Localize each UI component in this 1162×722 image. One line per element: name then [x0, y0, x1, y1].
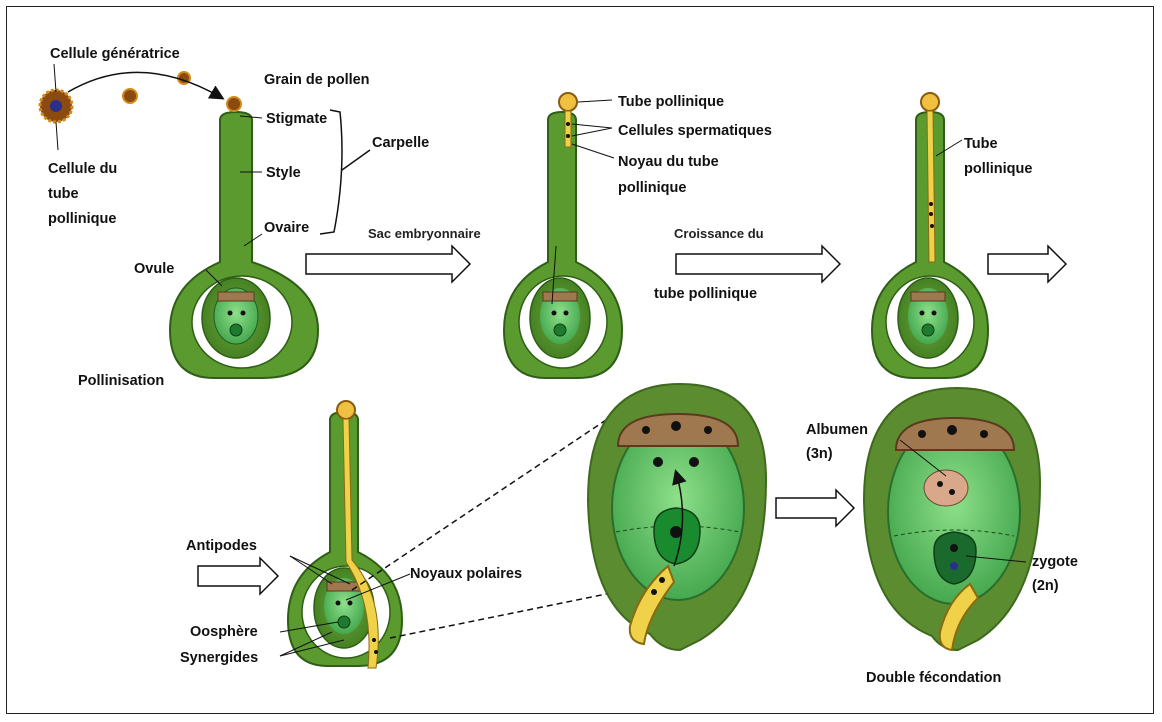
zoomed-ovule-after: Albumen (3n) zygote (2n) Double fécondat…	[806, 388, 1078, 686]
label-stigmate: Stigmate	[266, 111, 327, 127]
label-tube-pollinique-2a: Tube	[964, 136, 998, 152]
label-tube-pollinique-1: Tube pollinique	[618, 94, 724, 110]
pollen-tube-2	[565, 111, 571, 147]
pollen-grain-4	[337, 401, 355, 419]
pollen-grain-3	[921, 93, 939, 111]
label-croissance-1: Croissance du	[674, 226, 764, 241]
pollen-path-arrow	[68, 72, 222, 98]
zoomed-ovule-before	[588, 384, 766, 650]
arrow-step-4	[198, 558, 278, 594]
label-cellules-spermatiques: Cellules spermatiques	[618, 123, 772, 139]
label-zygote-2: (2n)	[1032, 578, 1059, 594]
label-synergides: Synergides	[180, 650, 258, 666]
arrow-step-2	[676, 246, 840, 282]
label-cellule-generatrice: Cellule génératrice	[50, 46, 180, 62]
arrow-step-5	[776, 490, 854, 526]
label-ovaire: Ovaire	[264, 220, 309, 236]
label-carpelle: Carpelle	[372, 135, 429, 151]
label-sac-embryonnaire: Sac embryonnaire	[368, 226, 481, 241]
label-cellule-du-tube-3: pollinique	[48, 211, 116, 227]
label-noyaux-polaires: Noyaux polaires	[410, 566, 522, 582]
label-tube-pollinique-2b: pollinique	[964, 161, 1032, 177]
panel-pollinisation: Cellule génératrice Grain de pollen Stig…	[40, 46, 429, 389]
label-cellule-du-tube-1: Cellule du	[48, 161, 117, 177]
label-noyau-tube-2: pollinique	[618, 180, 686, 196]
pollen-grains	[40, 72, 241, 122]
label-cellule-du-tube-2: tube	[48, 186, 79, 202]
label-croissance-2: tube pollinique	[654, 286, 757, 302]
label-antipodes: Antipodes	[186, 538, 257, 554]
label-ovule: Ovule	[134, 261, 174, 277]
pollen-tube-3	[927, 111, 935, 262]
label-grain-de-pollen: Grain de pollen	[264, 72, 370, 88]
label-zygote-1: zygote	[1032, 554, 1078, 570]
arrow-step-3	[988, 246, 1066, 282]
arrow-step-1	[306, 246, 470, 282]
label-style: Style	[266, 165, 301, 181]
panel-fertilization: Antipodes Noyaux polaires Oosphère Syner…	[180, 401, 626, 668]
label-albumen-1: Albumen	[806, 422, 868, 438]
label-noyau-tube-1: Noyau du tube	[618, 154, 719, 170]
label-pollinisation: Pollinisation	[78, 373, 164, 389]
pollen-grain-2	[559, 93, 577, 111]
label-double-fecondation: Double fécondation	[866, 670, 1001, 686]
label-albumen-2: (3n)	[806, 446, 833, 462]
antipodes-1	[218, 292, 254, 301]
panel-tube-growth: Tube pollinique	[872, 93, 1032, 378]
label-oosphere: Oosphère	[190, 624, 258, 640]
